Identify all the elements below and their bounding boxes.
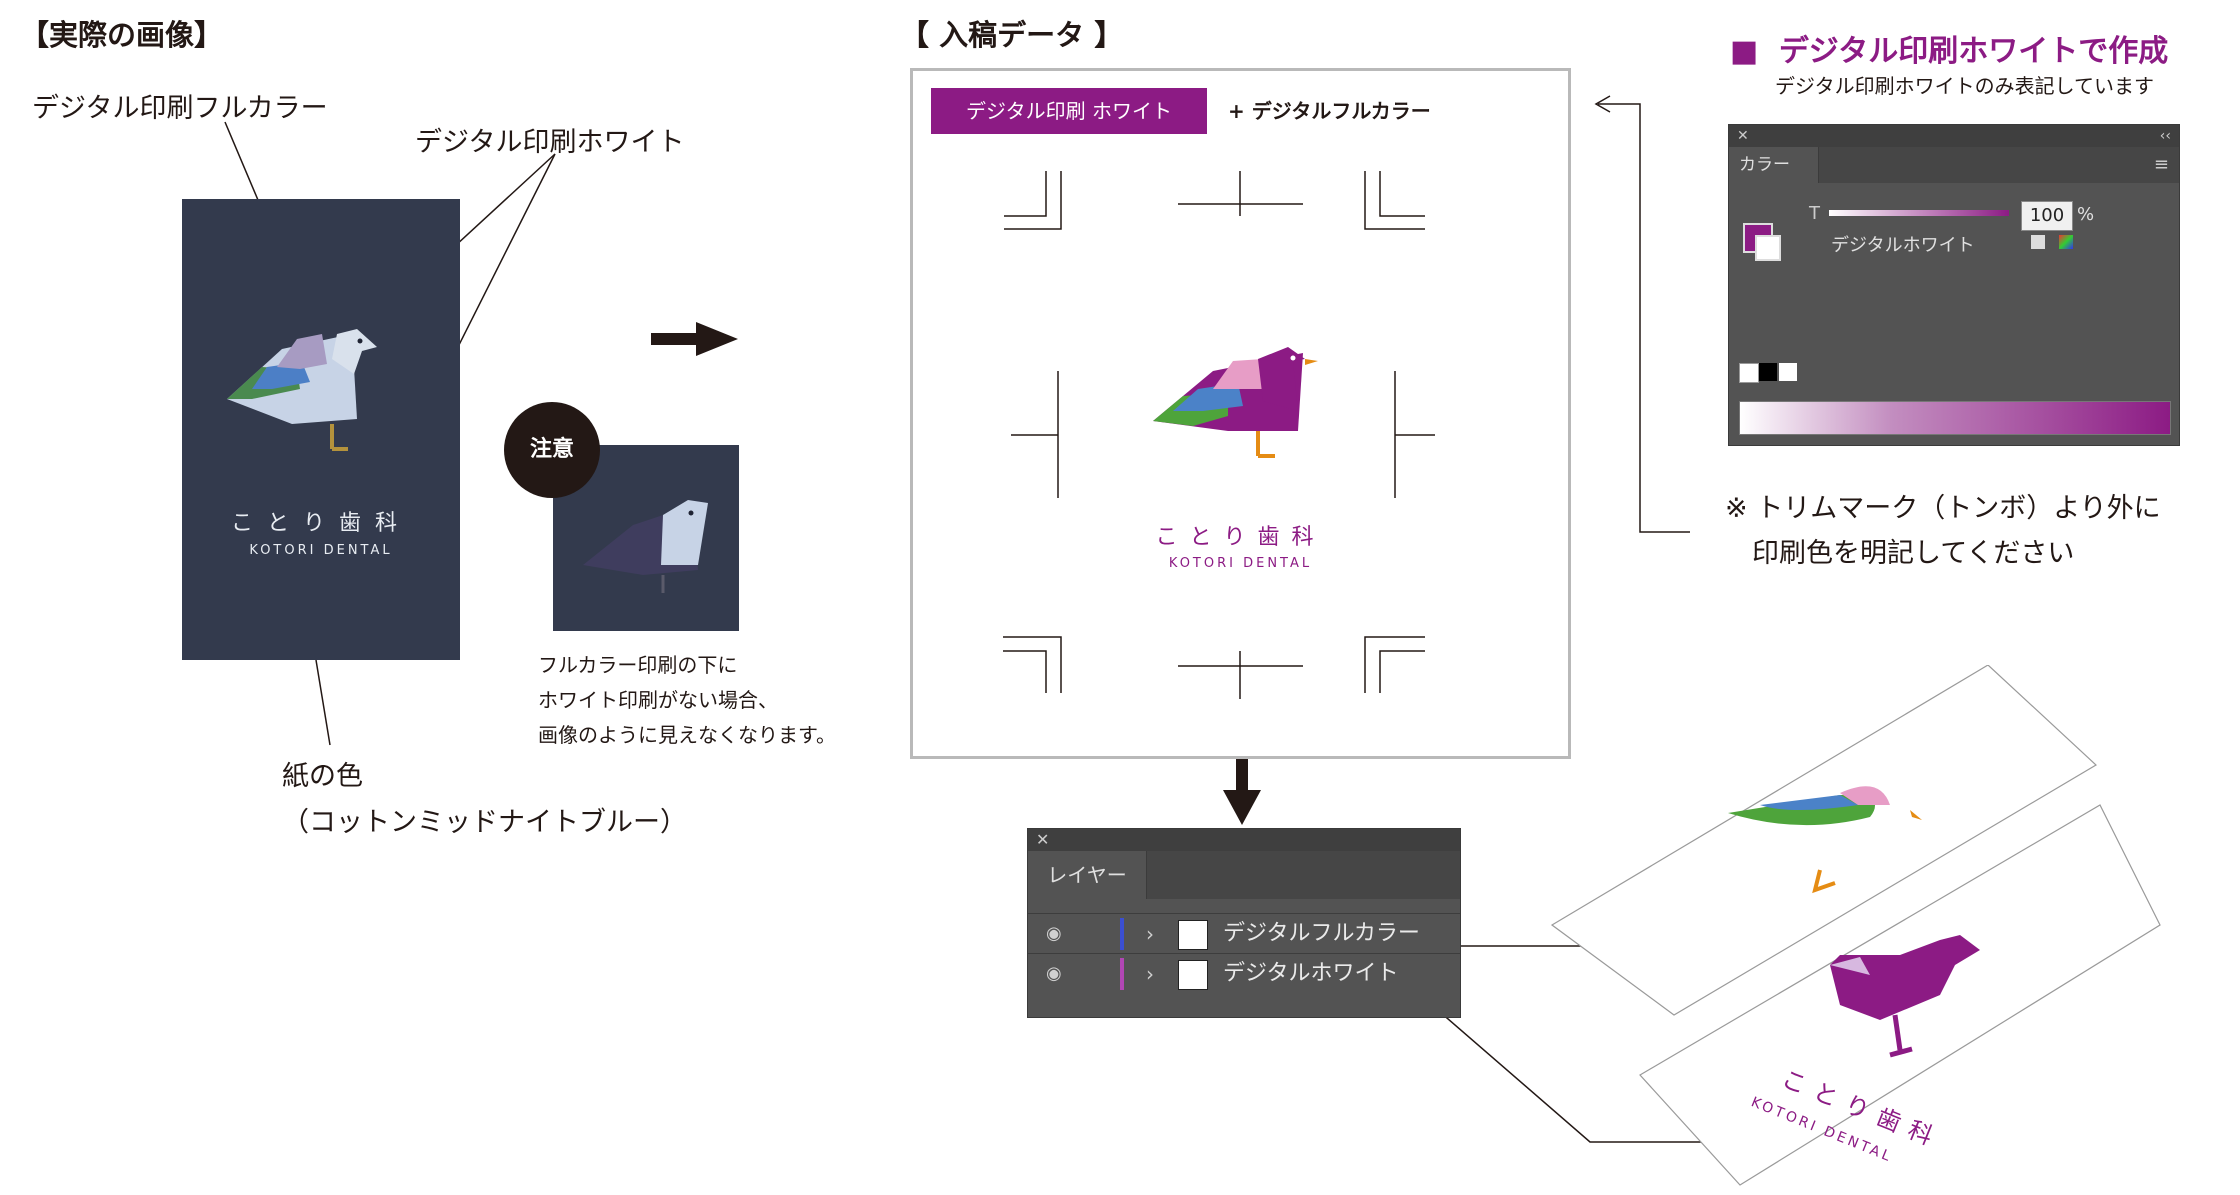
tag-digital-fullcolor: + デジタルフルカラー xyxy=(1228,99,1431,123)
layer-thumbnail xyxy=(1178,920,1208,950)
submission-artboard: デジタル印刷 ホワイト + デジタルフルカラー xyxy=(910,68,1571,759)
headline-marker: ■ xyxy=(1730,34,1759,69)
trim-marks xyxy=(1003,171,1435,699)
headline-subtitle: デジタル印刷ホワイトのみ表記しています xyxy=(1775,74,2154,98)
tab-color[interactable]: カラー xyxy=(1729,147,1819,183)
tint-value-input[interactable]: 100 xyxy=(2021,201,2073,231)
layers-panel-header: ✕ xyxy=(1028,829,1460,851)
bird-illustration xyxy=(227,329,377,451)
expand-chevron-icon[interactable]: › xyxy=(1146,962,1154,986)
actual-image-heading: 【実際の画像】 xyxy=(20,18,224,52)
layer-name: デジタルフルカラー xyxy=(1223,921,1420,946)
trim-note-line: ※ トリムマーク（トンボ）より外に xyxy=(1725,493,2161,524)
panel-menu-icon[interactable]: ≡ xyxy=(2153,154,2169,175)
headline-text: デジタル印刷ホワイトで作成 xyxy=(1778,34,2169,69)
tab-layers[interactable]: レイヤー xyxy=(1028,851,1147,899)
label-fullcolor: デジタル印刷フルカラー xyxy=(32,93,328,124)
global-color-icon[interactable] xyxy=(2059,235,2073,249)
faded-bird-illustration xyxy=(583,500,708,593)
trim-note: ※ トリムマーク（トンボ）より外に 印刷色を明記してください xyxy=(1725,486,2161,576)
layer-stack-illustration: ことり歯科 KOTORI DENTAL xyxy=(1550,665,2161,1186)
color-panel-header: ✕ ‹‹ xyxy=(1729,125,2179,147)
color-panel: ✕ ‹‹ ≡ カラー T 100 % デジタルホワイト xyxy=(1728,124,2180,446)
caution-text: フルカラー印刷の下に ホワイト印刷がない場合、 画像のように見えなくなります。 xyxy=(538,648,836,753)
trim-note-line: 印刷色を明記してください xyxy=(1725,538,2075,569)
none-swatch[interactable] xyxy=(1739,363,1759,383)
submission-heading: 【 入稿データ 】 xyxy=(900,18,1124,52)
stroke-swatch[interactable] xyxy=(1755,235,1781,261)
caution-line: ホワイト印刷がない場合、 xyxy=(538,688,778,712)
close-icon[interactable]: ✕ xyxy=(1036,830,1050,849)
logo-title: ことり歯科 xyxy=(1155,525,1326,550)
none-black-white-swatches[interactable] xyxy=(1739,363,1799,383)
visibility-eye-icon[interactable]: ◉ xyxy=(1046,923,1062,944)
layer-row-fullcolor[interactable]: ◉ › デジタルフルカラー xyxy=(1028,913,1460,954)
paper-label: 紙の色 xyxy=(282,761,363,792)
collapse-icon[interactable]: ‹‹ xyxy=(2159,128,2171,144)
layer-color-indicator xyxy=(1120,958,1124,990)
paper-name: （コットンミッドナイトブルー） xyxy=(282,807,687,838)
headline: ■ デジタル印刷ホワイトで作成 xyxy=(1730,26,2168,70)
white-swatch[interactable] xyxy=(1779,363,1797,381)
business-card: ことり歯科 KOTORI DENTAL xyxy=(182,199,460,660)
layer-row-white[interactable]: ◉ › デジタルホワイト xyxy=(1028,953,1460,994)
spot-color-icon[interactable] xyxy=(2031,235,2045,249)
tint-label: T xyxy=(1809,203,1820,224)
close-icon[interactable]: ✕ xyxy=(1737,128,1749,144)
layer-color-indicator xyxy=(1120,918,1124,950)
layers-panel: ✕ レイヤー ◉ › デジタルフルカラー ◉ › デジタルホワイト xyxy=(1027,828,1461,1018)
layer-name: デジタルホワイト xyxy=(1223,961,1399,986)
color-ramp[interactable] xyxy=(1739,401,2171,435)
caution-line: 画像のように見えなくなります。 xyxy=(538,723,836,747)
card-title: ことり歯科 xyxy=(230,511,411,536)
card-subtitle: KOTORI DENTAL xyxy=(249,543,393,558)
caution-badge: 注意 xyxy=(504,402,600,498)
tint-slider[interactable] xyxy=(1829,210,2009,216)
caution-line: フルカラー印刷の下に xyxy=(538,653,738,677)
visibility-eye-icon[interactable]: ◉ xyxy=(1046,963,1062,984)
expand-chevron-icon[interactable]: › xyxy=(1146,922,1154,946)
tag-digital-white: デジタル印刷 ホワイト xyxy=(931,88,1207,134)
swatch-name: デジタルホワイト xyxy=(1831,235,1975,256)
tint-unit: % xyxy=(2077,204,2095,225)
tab-color-label: カラー xyxy=(1739,155,1790,175)
layer-thumbnail xyxy=(1178,960,1208,990)
label-white: デジタル印刷ホワイト xyxy=(415,127,685,158)
black-swatch[interactable] xyxy=(1759,363,1777,381)
logo-subtitle: KOTORI DENTAL xyxy=(1168,556,1313,571)
